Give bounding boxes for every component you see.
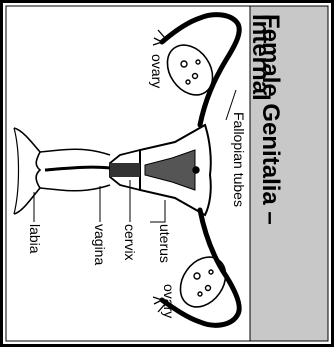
anatomy-illustration — [14, 15, 239, 326]
ovary-lower-follicle — [209, 270, 213, 274]
labia-outline — [14, 128, 19, 214]
label-vagina: vagina — [92, 224, 108, 265]
ovary-upper-follicle — [186, 80, 190, 84]
ovary-upper-follicle — [193, 74, 198, 79]
labels: ovary Fallopian tubes uterus cervix vagi… — [27, 54, 247, 318]
label-cervix: cervix — [122, 224, 138, 261]
uterus-dot — [193, 167, 199, 173]
label-fallopian-tubes: Fallopian tubes — [231, 112, 247, 207]
ovary-upper — [158, 36, 222, 103]
leader-uterus — [150, 200, 165, 222]
label-uterus: uterus — [157, 224, 173, 263]
label-ovary-top: ovary — [149, 54, 165, 88]
ovary-lower-follicle — [206, 286, 211, 291]
ovary-lower — [171, 248, 235, 315]
ovary-lower-follicle — [198, 292, 202, 296]
title-line-2: Internal — [247, 14, 274, 101]
fallopian-tube-upper — [162, 15, 239, 125]
ovary-lower-follicle — [194, 273, 200, 279]
ovary-upper-follicle — [181, 61, 187, 67]
cervix-canal — [110, 163, 140, 177]
label-ovary-bottom: ovary — [161, 284, 177, 318]
label-labia: labia — [27, 224, 43, 254]
ovary-upper-follicle — [196, 60, 200, 64]
vagina-canal — [45, 167, 110, 170]
uterus-cavity — [145, 150, 195, 190]
